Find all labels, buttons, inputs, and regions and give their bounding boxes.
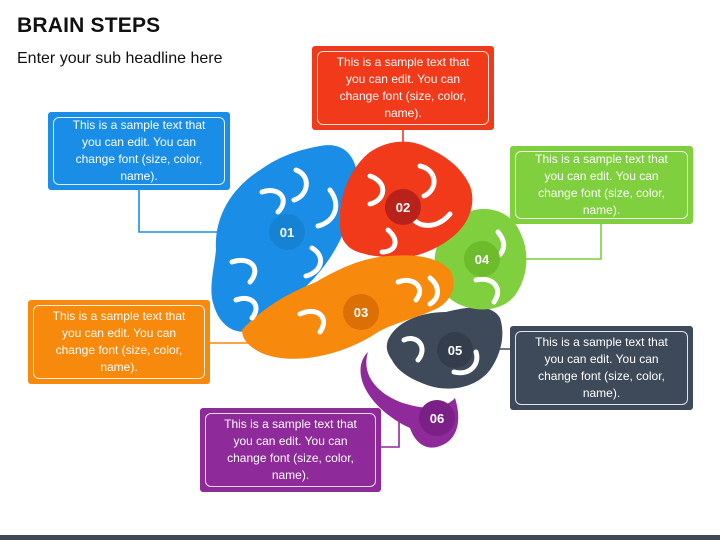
badge-02-label: 02 (396, 200, 410, 215)
step-06-text: This is a sample text that you can edit.… (224, 417, 357, 482)
brain-lobes (211, 141, 527, 448)
step-01-box: This is a sample text that you can edit.… (48, 112, 230, 190)
footer-bar (0, 535, 720, 540)
connector-04 (498, 224, 602, 260)
badge-04: 04 (464, 241, 500, 277)
badge-01-label: 01 (280, 225, 294, 240)
step-05-box: This is a sample text that you can edit.… (510, 326, 693, 410)
badge-02: 02 (385, 189, 421, 225)
badge-03-label: 03 (354, 305, 368, 320)
badge-06: 06 (419, 400, 455, 436)
page-subtitle: Enter your sub headline here (17, 50, 223, 67)
step-03-box: This is a sample text that you can edit.… (28, 300, 210, 384)
badge-05: 05 (437, 332, 473, 368)
step-04-text: This is a sample text that you can edit.… (535, 152, 668, 217)
step-02-box: This is a sample text that you can edit.… (312, 46, 494, 130)
step-05-text: This is a sample text that you can edit.… (535, 335, 668, 400)
step-badges: 01 02 03 04 05 06 (269, 189, 500, 436)
badge-01: 01 (269, 214, 305, 250)
badge-06-label: 06 (430, 411, 444, 426)
badge-04-label: 04 (475, 252, 490, 267)
step-06-box: This is a sample text that you can edit.… (200, 408, 381, 492)
badge-03: 03 (343, 294, 379, 330)
badge-05-label: 05 (448, 343, 462, 358)
brain-folds (229, 163, 507, 376)
step-04-box: This is a sample text that you can edit.… (510, 146, 693, 224)
step-03-text: This is a sample text that you can edit.… (52, 309, 186, 374)
page-title: BRAIN STEPS (17, 14, 161, 37)
step-01-text: This is a sample text that you can edit.… (72, 118, 206, 183)
step-02-text: This is a sample text that you can edit.… (336, 55, 470, 120)
